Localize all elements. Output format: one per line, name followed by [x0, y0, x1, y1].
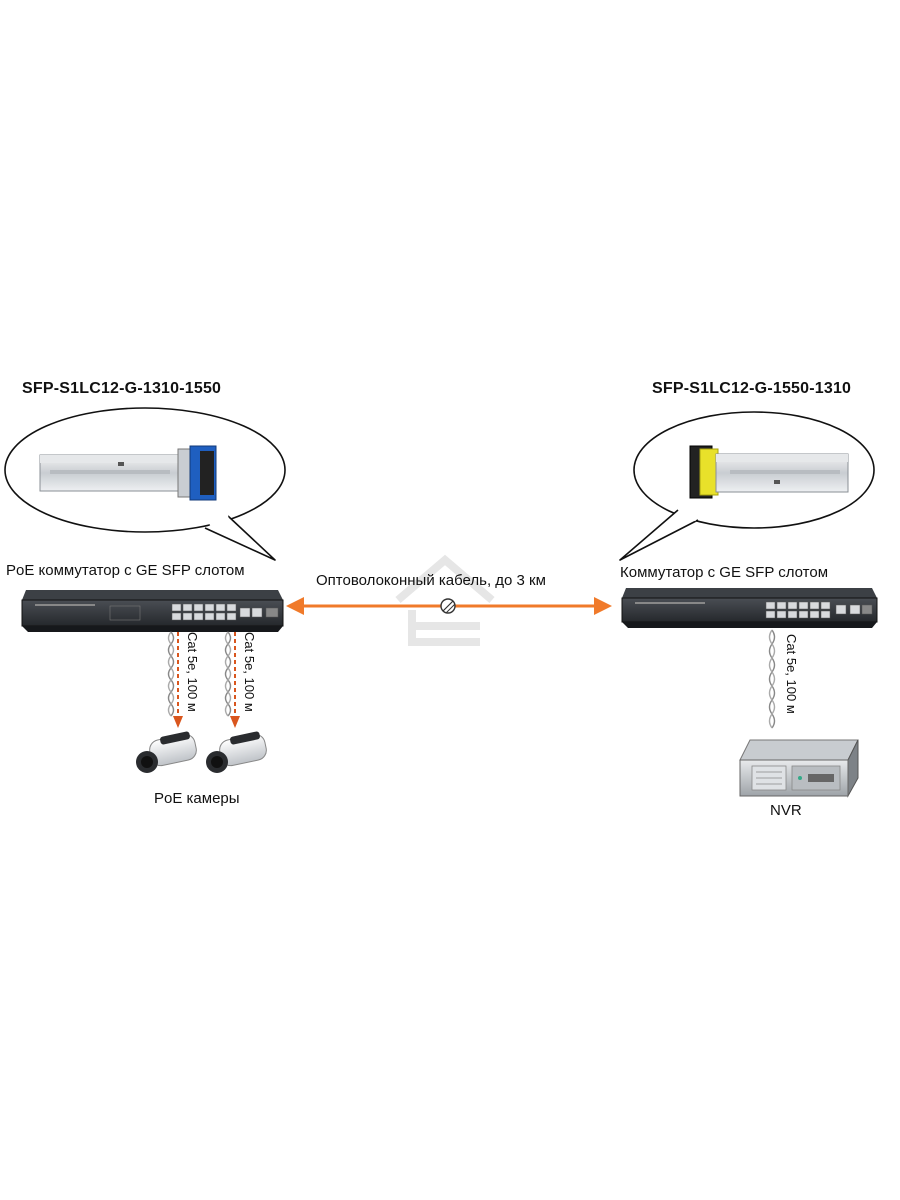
- fiber-connector-icon: [440, 598, 456, 614]
- right-cable: [768, 629, 776, 729]
- right-switch-label: Коммутатор с GE SFP слотом: [620, 564, 829, 581]
- left-cable-2: [224, 631, 240, 728]
- left-sfp-model-title: SFP-S1LC12-G-1310-1550: [22, 380, 222, 397]
- left-cable-1-label: Cat 5e, 100 м: [185, 632, 200, 712]
- house-watermark-icon: [395, 554, 495, 646]
- poe-cameras-label: PoE камеры: [154, 790, 240, 807]
- poe-camera-2-image: [206, 731, 267, 773]
- fiber-link-label: Оптоволоконный кабель, до 3 км: [316, 572, 546, 589]
- right-switch-image: [621, 588, 878, 628]
- left-sfp-module-image: [39, 445, 217, 501]
- left-cable-1: [167, 631, 183, 728]
- nvr-image: [739, 739, 859, 798]
- right-sfp-module-image: [689, 445, 849, 499]
- poe-camera-1-image: [136, 731, 197, 773]
- left-cable-2-label: Cat 5e, 100 м: [242, 632, 257, 712]
- right-sfp-model-title: SFP-S1LC12-G-1550-1310: [652, 380, 852, 397]
- right-cable-label: Cat 5e, 100 м: [784, 634, 799, 714]
- left-switch-label: PoE коммутатор с GE SFP слотом: [6, 562, 245, 579]
- left-poe-switch-image: [21, 590, 284, 632]
- nvr-label: NVR: [770, 802, 802, 819]
